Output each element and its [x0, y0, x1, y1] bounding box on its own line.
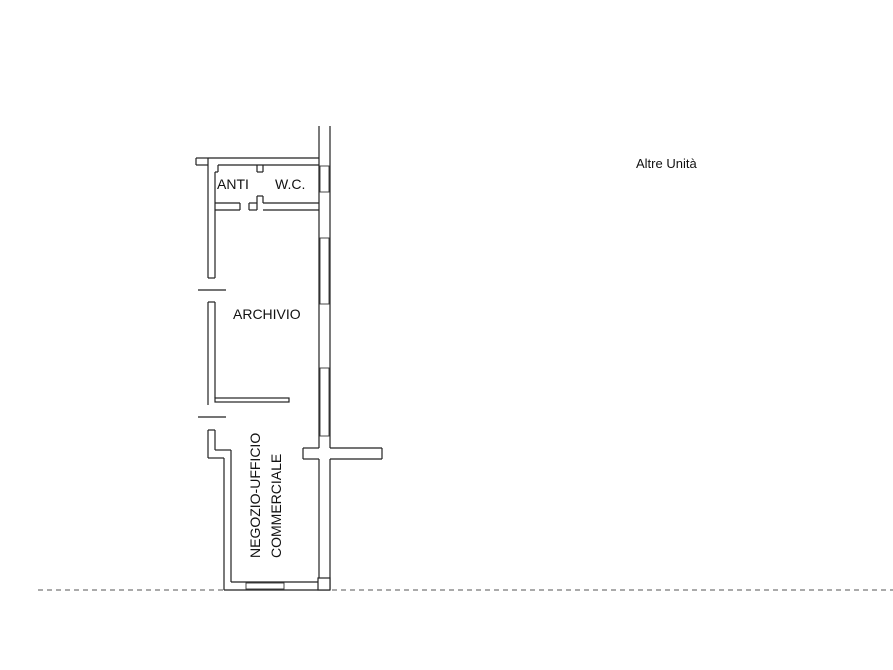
archivio-partition: [214, 397, 290, 403]
anti-wc-partitions: [215, 165, 319, 211]
room-label-wc: W.C.: [275, 176, 305, 192]
room-label-archivio: ARCHIVIO: [233, 306, 301, 322]
room-label-negozio-line2: COMMERCIALE: [268, 454, 284, 558]
party-wall-right: [318, 126, 331, 590]
shop-window: [245, 582, 285, 590]
left-wall: [198, 158, 232, 590]
room-label-negozio-line1: NEGOZIO-UFFICIO: [247, 433, 263, 558]
other-units-label: Altre Unità: [636, 156, 697, 171]
top-wall: [195, 157, 319, 166]
room-label-anti: ANTI: [217, 176, 249, 192]
right-wall-windows: [319, 165, 330, 437]
bottom-wall: [224, 577, 331, 591]
extension-wall: [302, 447, 383, 460]
corner-pillar: [317, 577, 331, 591]
